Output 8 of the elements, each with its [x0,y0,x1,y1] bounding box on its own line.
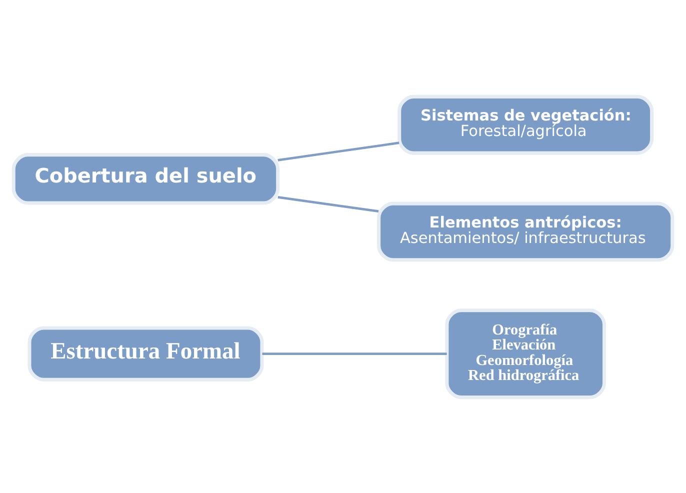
node-box: Elementos antrópicos: Asentamientos/ infraestructuras [377,201,674,262]
node-box: Estructura Formal [28,326,264,381]
node-box: Cobertura del suelo [12,152,280,204]
node-box: Sistemas de vegetación: Forestal/agrícola [398,94,654,154]
connector [278,196,379,212]
connector [262,352,447,355]
node-box: Orografía Elevación Geomorfología Red hidrográfica [445,308,606,399]
connector [278,141,400,161]
